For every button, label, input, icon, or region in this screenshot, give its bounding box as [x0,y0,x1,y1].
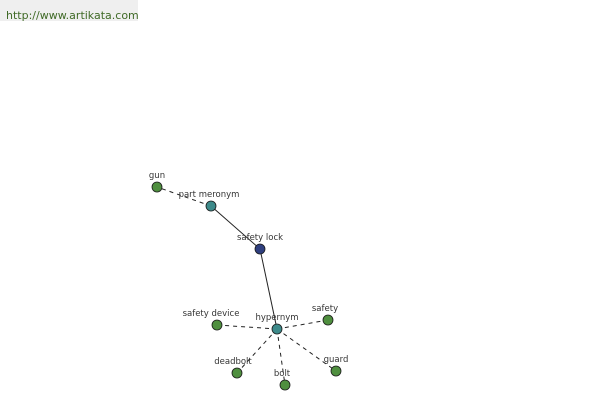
node-label-gun: gun [149,171,165,181]
node-part-meronym[interactable] [205,200,217,212]
edge-safety-lock-to-hypernym [259,248,278,330]
node-label-safety-lock: safety lock [237,233,283,243]
node-label-safety: safety [312,304,338,314]
edge-hypernym-to-deadbolt [236,328,278,374]
node-label-deadbolt: deadbolt [214,357,252,367]
edge-safety-lock-to-part-meronym [210,205,261,250]
site-url-link[interactable]: http://www.artikata.com [6,9,139,22]
node-safety[interactable] [322,314,334,326]
edge-part-meronym-to-gun [156,186,212,207]
node-label-guard: guard [324,355,349,365]
node-bolt[interactable] [279,379,291,391]
node-deadbolt[interactable] [231,367,243,379]
labels-layer: safety lock part meronym hypernym gun safety… [149,171,348,379]
edge-hypernym-to-safety [276,319,329,330]
edge-hypernym-to-bolt [276,328,286,386]
node-safety-device[interactable] [211,319,223,331]
node-gun[interactable] [151,181,163,193]
edges-layer [156,186,337,386]
node-label-safety-device: safety device [183,309,240,319]
node-safety-lock[interactable] [254,243,266,255]
node-label-part-meronym: part meronym [179,190,240,200]
node-guard[interactable] [330,365,342,377]
node-label-hypernym: hypernym [255,313,298,323]
nodes-layer [151,181,342,391]
edge-hypernym-to-safety-device [216,324,278,330]
site-url-bar: http://www.artikata.com [0,0,139,22]
node-hypernym[interactable] [271,323,283,335]
node-label-bolt: bolt [274,369,291,379]
